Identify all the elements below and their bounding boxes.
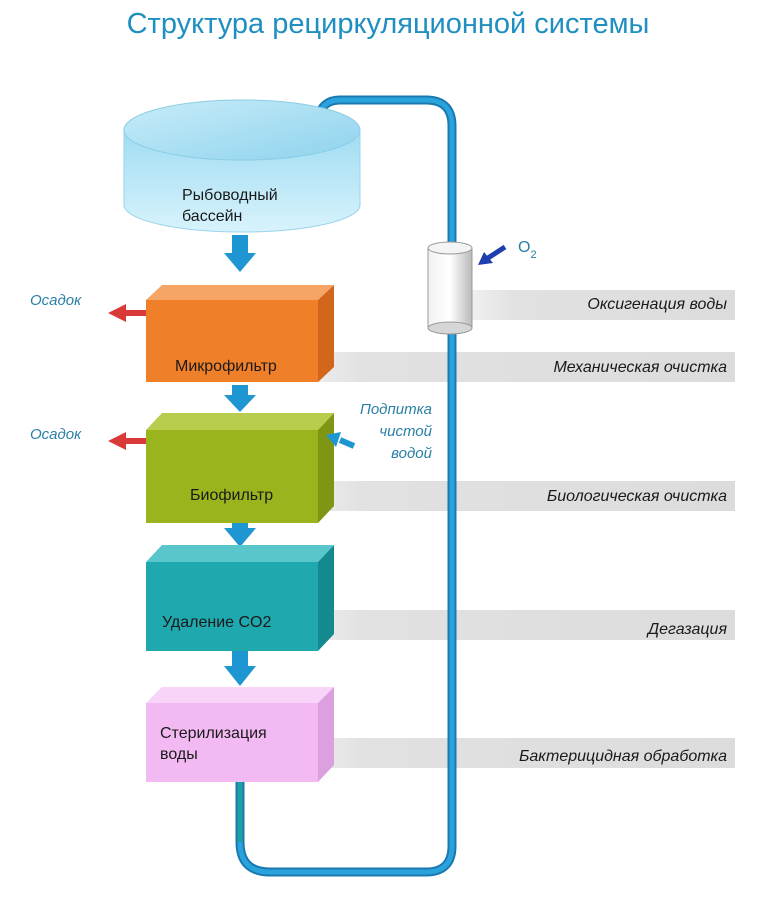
water-feed-arrow-icon	[326, 432, 341, 447]
oxygenator-cylinder	[427, 241, 473, 335]
microfilter-label: Микрофильтр	[175, 358, 277, 375]
flow-arrow-icon	[224, 385, 256, 412]
oxygen-arrow-icon	[478, 252, 493, 265]
clean-water-label-line1: Подпитка	[360, 401, 432, 418]
oxygen-input: O2	[478, 239, 537, 265]
clean-water-feed: Подпитка чистой водой	[326, 401, 433, 462]
diagram-title: Структура рециркуляционной системы	[127, 8, 650, 40]
sediment-output-2: Осадок	[30, 426, 146, 450]
sediment-arrow-icon	[108, 304, 126, 322]
flow-arrow-icon	[224, 648, 256, 686]
stage-band	[440, 290, 735, 320]
sediment-arrow-icon	[108, 432, 126, 450]
sediment-output-1: Осадок	[30, 292, 146, 322]
clean-water-label-line2: чистой	[379, 423, 432, 440]
stage-label-oxygenation: Оксигенация воды	[587, 296, 727, 313]
tank-label-line1: Рыбоводный	[182, 187, 278, 204]
stage-label-mechanical: Механическая очистка	[553, 359, 727, 376]
sterilization-label-line1: Стерилизация	[160, 725, 267, 742]
microfilter-box: Микрофильтр	[146, 285, 334, 382]
tank-label-line2: бассейн	[182, 208, 242, 225]
fish-tank: Рыбоводный бассейн	[123, 99, 361, 233]
clean-water-label-line3: водой	[391, 445, 432, 462]
co2-removal-label: Удаление CO2	[162, 614, 272, 631]
biofilter-box: Биофильтр	[146, 413, 334, 523]
co2-removal-box: Удаление CO2	[146, 545, 334, 651]
sediment-label: Осадок	[30, 426, 82, 443]
sterilization-label-line2: воды	[160, 746, 198, 763]
sediment-label: Осадок	[30, 292, 82, 309]
flow-arrow-icon	[224, 235, 256, 272]
oxygen-symbol: O2	[518, 239, 537, 261]
sterilization-box: Стерилизация воды	[146, 687, 334, 782]
stage-label-biological: Биологическая очистка	[547, 488, 727, 505]
stage-labels: Оксигенация воды Механическая очистка Би…	[519, 296, 727, 765]
stage-label-bactericidal: Бактерицидная обработка	[519, 748, 727, 765]
stage-label-degassing: Дегазация	[646, 621, 728, 638]
biofilter-label: Биофильтр	[190, 487, 273, 504]
